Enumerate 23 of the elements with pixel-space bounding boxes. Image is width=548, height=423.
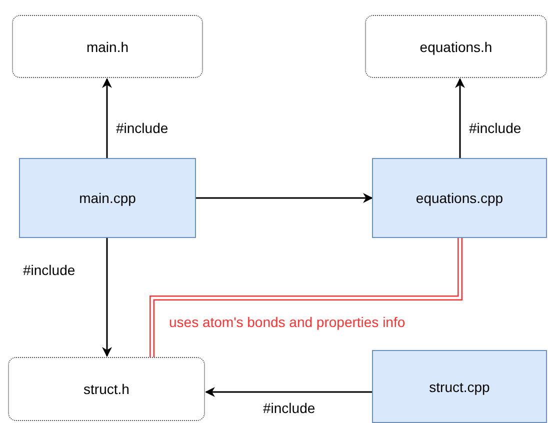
header-file-box (365, 15, 547, 78)
header-file-box (8, 357, 205, 421)
arrow (205, 387, 372, 397)
arrow (102, 78, 112, 158)
file-name: equations.h (420, 38, 492, 54)
double-connector (150, 238, 462, 357)
header-file-box (12, 15, 203, 78)
file-name: struct.h (84, 381, 130, 397)
source-file-box (372, 158, 547, 238)
file-name: main.cpp (79, 190, 136, 206)
edge-label: #include (468, 120, 522, 136)
arrow (196, 193, 373, 203)
edge-label: #include (22, 262, 76, 278)
edge-label: uses atom's bonds and properties info (168, 314, 406, 330)
arrow (102, 238, 112, 357)
edge-label: #include (262, 400, 316, 416)
edge-label: #include (115, 120, 170, 136)
source-file-box (372, 350, 547, 423)
source-file-box (19, 158, 196, 238)
file-name: struct.cpp (429, 378, 490, 394)
arrow (455, 78, 465, 158)
file-name: equations.cpp (416, 190, 504, 206)
file-name: main.h (86, 38, 129, 54)
